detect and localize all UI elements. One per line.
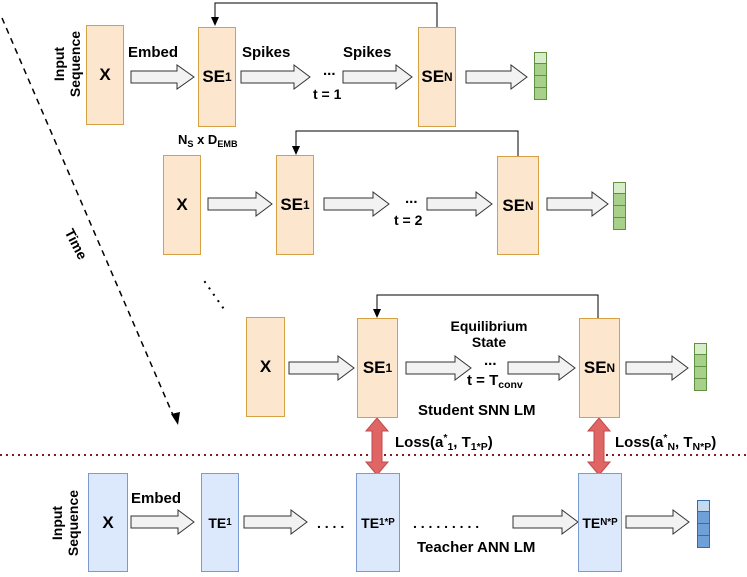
time-arrow bbox=[1, 17, 177, 423]
input-x-box-teacher: X bbox=[88, 473, 128, 572]
loss-label-N: Loss(a*N, TN*P) bbox=[615, 432, 717, 453]
feedback-loop-row3 bbox=[376, 294, 599, 318]
input-x-box-row3: X bbox=[246, 317, 285, 417]
loss-label-1: Loss(a*1, T1*P) bbox=[395, 432, 493, 453]
feedback-loop-row1 bbox=[214, 2, 438, 27]
embed-label-bottom: Embed bbox=[131, 490, 182, 507]
output-vector-row3 bbox=[694, 343, 707, 391]
svg-text:. . . . .: . . . . . bbox=[201, 274, 234, 312]
spikes-label-1: Spikes bbox=[242, 44, 291, 61]
spikes-label-2: Spikes bbox=[343, 44, 392, 61]
dots-row2: ... bbox=[405, 190, 418, 207]
dots-row3: ... bbox=[484, 352, 497, 369]
embed-label-top: Embed bbox=[128, 44, 179, 61]
output-vector-row1 bbox=[534, 52, 547, 100]
t-label-row2: t = 2 bbox=[394, 212, 423, 228]
t-label-row1: t = 1 bbox=[313, 86, 342, 102]
t-conv-label: t = Tconv bbox=[467, 372, 523, 391]
input-x-box-row1: X bbox=[86, 25, 124, 125]
output-vector-teacher bbox=[697, 500, 710, 548]
teacher-ann-label: Teacher ANN LM bbox=[417, 539, 536, 556]
input-x-box-row2: X bbox=[163, 155, 201, 255]
output-vector-row2 bbox=[613, 182, 626, 230]
student-snn-label: Student SNN LM bbox=[418, 402, 536, 419]
svg-text:. . . . . . . . .: . . . . . . . . . bbox=[413, 515, 479, 531]
embedding-dim-label: NS x DEMB bbox=[178, 132, 238, 149]
feedback-loop-row2 bbox=[295, 130, 519, 156]
dots-row1: ... bbox=[323, 62, 336, 79]
svg-text:. . . .: . . . . bbox=[317, 515, 344, 531]
flow-arrows bbox=[130, 64, 690, 535]
